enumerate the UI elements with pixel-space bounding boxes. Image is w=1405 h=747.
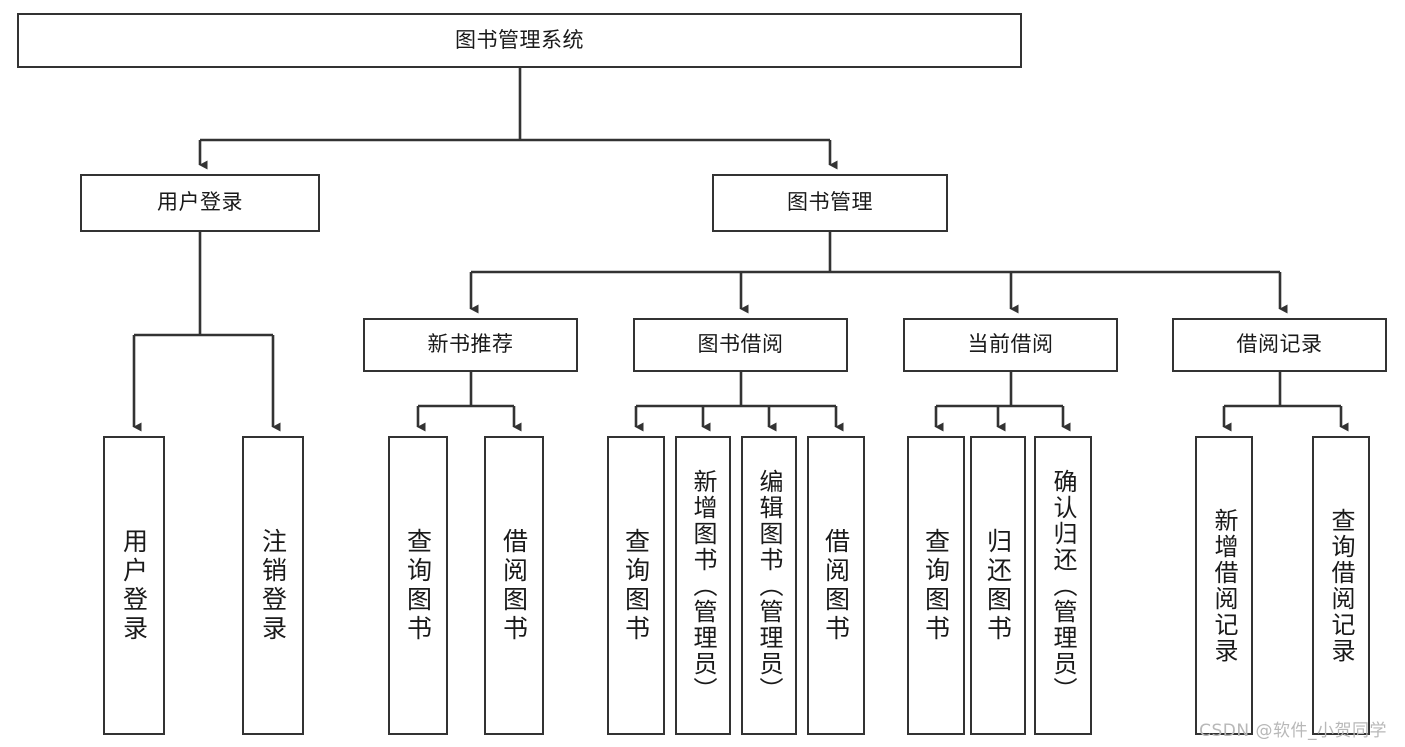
node-leaf-bor-1[interactable]: 查询图书: [607, 436, 665, 735]
node-label: 注销登录: [258, 527, 288, 644]
node-leaf-new-1[interactable]: 查询图书: [388, 436, 448, 735]
node-label: 图书管理: [787, 190, 873, 215]
node-leaf-bor-2[interactable]: 新增图书（管理员）: [675, 436, 731, 735]
node-leaf-cur-3[interactable]: 确认归还（管理员）: [1034, 436, 1092, 735]
node-label: 借阅记录: [1236, 332, 1323, 357]
node-label: 查询图书: [621, 527, 651, 644]
node-leaf-login-1[interactable]: 用户登录: [103, 436, 165, 735]
node-label: 新增图书（管理员）: [689, 468, 717, 703]
node-label: 用户登录: [119, 527, 149, 644]
node-label: 用户登录: [157, 190, 243, 215]
node-leaf-cur-1[interactable]: 查询图书: [907, 436, 965, 735]
node-login[interactable]: 用户登录: [80, 174, 320, 232]
node-label: 图书管理系统: [455, 27, 584, 52]
node-leaf-bor-4[interactable]: 借阅图书: [807, 436, 865, 735]
node-label: 确认归还（管理员）: [1049, 468, 1077, 703]
node-current[interactable]: 当前借阅: [903, 318, 1118, 372]
node-label: 借阅图书: [821, 527, 851, 644]
node-label: 借阅图书: [499, 527, 529, 644]
node-label: 新增借阅记录: [1210, 507, 1238, 664]
node-label: 图书借阅: [697, 332, 784, 357]
node-label: 编辑图书（管理员）: [755, 468, 783, 703]
node-record[interactable]: 借阅记录: [1172, 318, 1387, 372]
node-label: 查询图书: [921, 527, 951, 644]
node-borrow[interactable]: 图书借阅: [633, 318, 848, 372]
node-leaf-rec-2[interactable]: 查询借阅记录: [1312, 436, 1370, 735]
watermark-label: CSDN @软件_小贺同学: [1199, 721, 1387, 741]
node-label: 归还图书: [983, 527, 1013, 644]
node-leaf-rec-1[interactable]: 新增借阅记录: [1195, 436, 1253, 735]
node-label: 新书推荐: [427, 332, 514, 357]
node-leaf-bor-3[interactable]: 编辑图书（管理员）: [741, 436, 797, 735]
node-leaf-cur-2[interactable]: 归还图书: [970, 436, 1026, 735]
node-label: 当前借阅: [967, 332, 1054, 357]
node-leaf-new-2[interactable]: 借阅图书: [484, 436, 544, 735]
node-newbook[interactable]: 新书推荐: [363, 318, 578, 372]
node-bookmgmt[interactable]: 图书管理: [712, 174, 948, 232]
node-label: 查询图书: [403, 527, 433, 644]
node-leaf-login-2[interactable]: 注销登录: [242, 436, 304, 735]
node-label: 查询借阅记录: [1327, 507, 1355, 664]
node-root[interactable]: 图书管理系统: [17, 13, 1022, 68]
